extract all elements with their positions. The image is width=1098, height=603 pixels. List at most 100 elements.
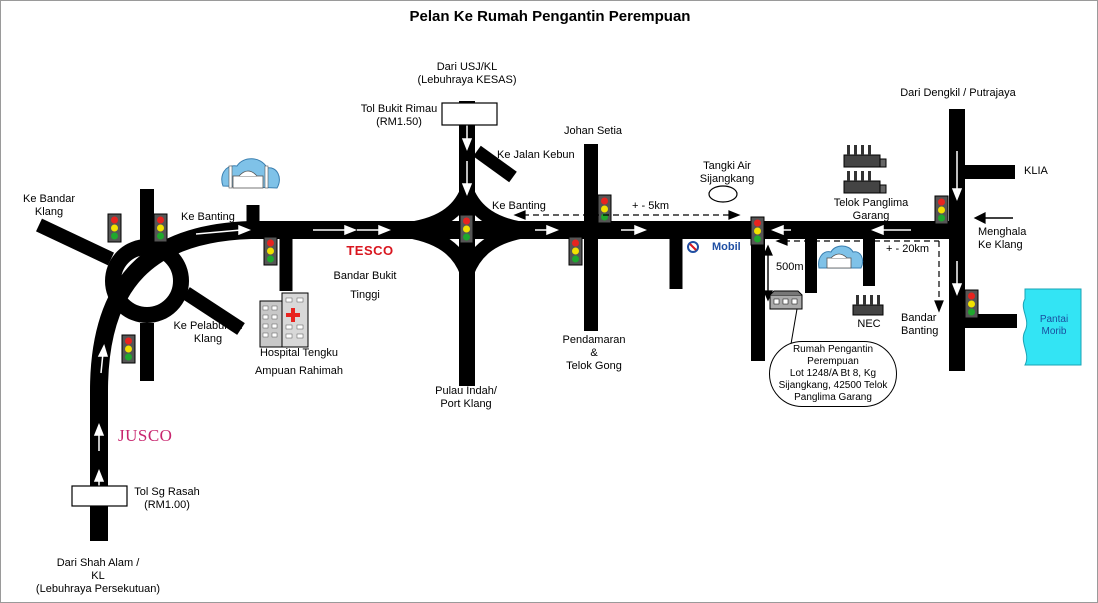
label-ke-bandar-klang: Ke Bandar Klang — [23, 193, 75, 219]
label-line: Tol Sg Rasah — [134, 486, 200, 498]
hospital-icon — [259, 292, 309, 348]
label-bandar-banting: Bandar Banting — [901, 312, 938, 338]
label-line: Ke Pelabuhan — [173, 320, 243, 332]
traffic-light-icon — [121, 334, 136, 364]
label-line: Tinggi — [350, 289, 380, 301]
label-line: Klang — [34, 206, 64, 218]
label-pendamaran: Pendamaran & Telok Gong — [563, 334, 626, 373]
label-dari-dengkil: Dari Dengkil / Putrajaya — [900, 87, 1016, 99]
traffic-light-icon — [568, 236, 583, 266]
label-tol-sg-rasah: Tol Sg Rasah (RM1.00) — [134, 486, 199, 512]
label-line: Pulau Indah/ — [435, 385, 497, 397]
label-bandar-bukit-tinggi: Bandar Bukit Tinggi — [334, 267, 397, 305]
traffic-light-icon — [263, 236, 278, 266]
label-nec: NEC — [857, 318, 881, 330]
label-line: (Lebuhraya KESAS) — [417, 74, 517, 86]
label-distance-20km: + - 20km — [886, 243, 930, 255]
address-line: Panglima Garang — [794, 392, 872, 403]
label-line: Morib — [1041, 326, 1067, 337]
sea-icon — [1022, 288, 1082, 366]
address-line: Perempuan — [807, 356, 859, 367]
label-line: Tol Bukit Rimau — [360, 103, 438, 115]
label-line: Banting — [901, 325, 939, 337]
label-line: Pendamaran — [562, 334, 626, 346]
address-line: Rumah Pengantin — [792, 344, 874, 355]
label-dari-usj: Dari USJ/KL (Lebuhraya KESAS) — [417, 61, 516, 87]
label-tol-bukit-rimau: Tol Bukit Rimau (RM1.50) — [361, 103, 437, 129]
label-pulau-indah: Pulau Indah/ Port Klang — [435, 385, 497, 411]
distance-markers — [513, 210, 1013, 313]
label-hospital: Hospital Tengku Ampuan Rahimah — [255, 344, 343, 380]
toll-booth-icon — [441, 102, 498, 126]
label-distance-500m: 500m — [776, 261, 804, 273]
label-line: Telok Gong — [566, 360, 622, 372]
label-line: Menghala — [978, 226, 1027, 238]
traffic-light-icon — [459, 214, 474, 244]
label-line: (Lebuhraya Persekutuan) — [35, 583, 161, 595]
factory-icon — [843, 145, 887, 168]
mosque-icon — [818, 245, 864, 269]
tesco-logo: TESCO — [346, 243, 394, 258]
map-title: Pelan Ke Rumah Pengantin Perempuan — [409, 8, 691, 25]
jusco-logo: JUSCO — [118, 426, 173, 445]
house-icon — [769, 290, 803, 310]
label-line: Bandar — [901, 312, 937, 324]
traffic-light-icon — [153, 213, 168, 243]
label-line: (RM1.50) — [376, 116, 422, 128]
label-line: Dari USJ/KL — [436, 61, 498, 73]
traffic-light-icon — [964, 289, 979, 319]
label-line: & — [590, 347, 598, 359]
label-line: (RM1.00) — [144, 499, 190, 511]
label-line: Garang — [852, 210, 890, 222]
traffic-light-icon — [597, 194, 612, 224]
interchange-se — [460, 223, 533, 276]
address-line: Lot 1248/A Bt 8, Kg — [789, 368, 877, 379]
mosque-icon — [221, 158, 280, 189]
label-ke-pelabuhan-klang: Ke Pelabuhan Klang — [173, 320, 242, 346]
label-telok-panglima: Telok Panglima Garang — [834, 197, 909, 223]
label-line: Sijangkang — [699, 173, 755, 185]
label-line: Tangki Air — [703, 160, 751, 172]
jalan-kebun-road — [473, 145, 517, 183]
label-line: Pantai — [1039, 314, 1069, 325]
label-ke-banting-west: Ke Banting — [181, 211, 235, 223]
address-line: Sijangkang, 42500 Telok — [778, 380, 888, 391]
label-line: Ke Klang — [978, 239, 1023, 251]
toll-booth-icon — [71, 485, 128, 507]
roundabout-spoke-pelabuhan — [182, 287, 245, 335]
label-pantai-morib: Pantai Morib — [1040, 314, 1068, 338]
label-dari-shah-alam: Dari Shah Alam / KL (Lebuhraya Persekutu… — [36, 557, 160, 596]
destination-address: Rumah Pengantin Perempuan Lot 1248/A Bt … — [779, 344, 888, 404]
label-ke-banting-mid: Ke Banting — [492, 200, 546, 212]
label-line: KL — [91, 570, 105, 582]
destination-callout — [769, 341, 897, 407]
label-menghala: Menghala Ke Klang — [978, 226, 1026, 252]
roundabout-spoke-bandar-klang — [36, 218, 114, 266]
traffic-light-icon — [750, 216, 765, 246]
tangki-air-icon — [708, 185, 738, 203]
label-distance-5km: + - 5km — [632, 200, 669, 212]
label-johan-setia: Johan Setia — [563, 125, 623, 137]
mobil-logo-icon — [687, 241, 699, 253]
traffic-light-icon — [934, 195, 949, 225]
label-line: Port Klang — [440, 398, 492, 410]
roundabout — [105, 239, 189, 323]
factory-icon — [843, 171, 887, 194]
destination-pointer — [790, 308, 798, 345]
label-line: Ke Bandar — [23, 193, 75, 205]
label-tangki-air: Tangki Air Sijangkang — [700, 160, 754, 186]
traffic-light-icon — [107, 213, 122, 243]
traffic-lights — [107, 194, 979, 364]
label-klia: KLIA — [1024, 165, 1048, 177]
label-line: Ampuan Rahimah — [254, 365, 344, 377]
label-line: Bandar Bukit — [333, 270, 397, 282]
factory-icon — [852, 295, 884, 316]
label-line: Dari Shah Alam / — [56, 557, 140, 569]
label-line: Telok Panglima — [833, 197, 909, 209]
label-ke-jalan-kebun: Ke Jalan Kebun — [497, 149, 575, 161]
label-line: Klang — [193, 333, 223, 345]
label-line: Hospital Tengku — [259, 347, 339, 359]
mobil-label: Mobil — [712, 241, 741, 253]
